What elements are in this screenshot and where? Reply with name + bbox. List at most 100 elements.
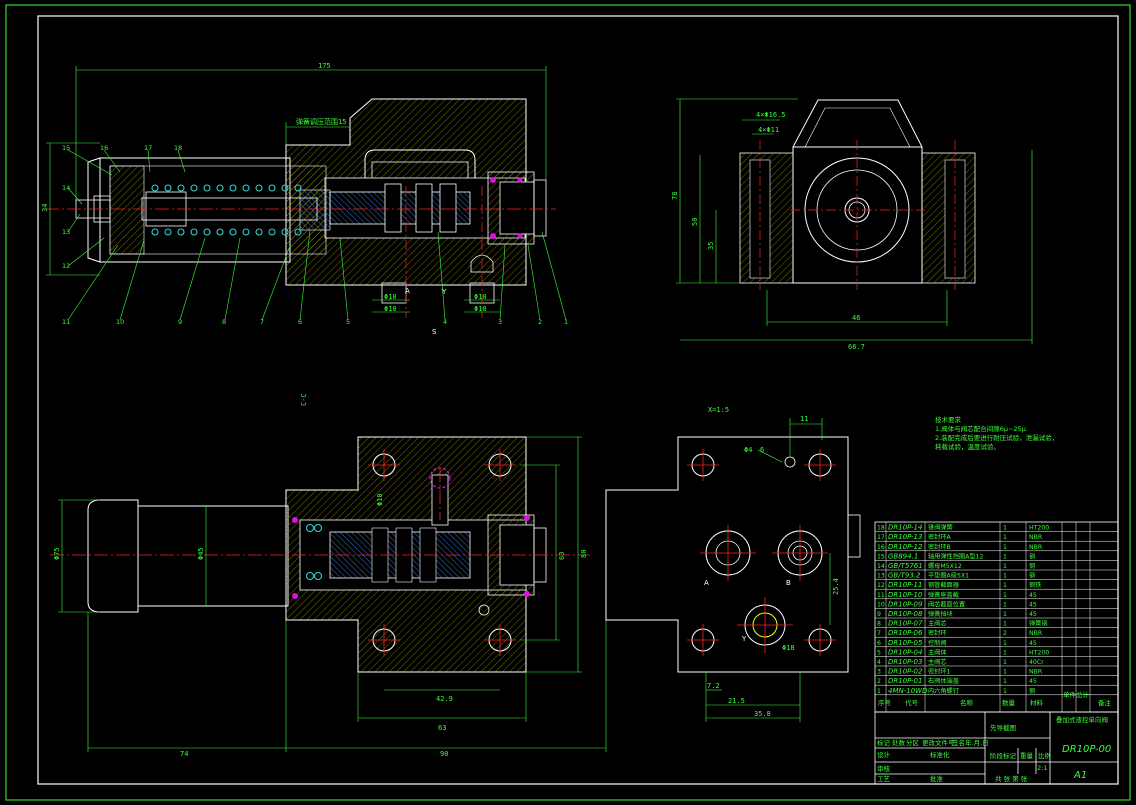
plan-port-a: A: [704, 579, 709, 587]
parts-cell: 11: [877, 592, 885, 599]
dim-top-overall: 175: [318, 62, 331, 70]
parts-cell: 内六角螺钉: [928, 687, 959, 695]
balloon-3: 3: [498, 318, 502, 326]
tech-notes-line-3: 耗载试验，温度试验。: [935, 442, 1000, 451]
dim-side-78: 78: [671, 192, 679, 200]
tech-notes-heading: 技术要求: [935, 415, 962, 424]
dim-plan-d4: Φ4: [744, 446, 752, 454]
parts-cell: 2: [1003, 630, 1007, 637]
parts-cell: GB/T5761: [888, 562, 923, 570]
spring-coil: [255, 184, 263, 192]
design-label: 设计: [877, 750, 891, 759]
spring-coil: [242, 228, 250, 236]
parts-cell: 1: [1003, 601, 1007, 608]
dim-side-667: 66.7: [848, 343, 865, 351]
parts-cell: 12: [877, 582, 885, 589]
dim-front-80: 80: [580, 550, 588, 558]
parts-cell: 1: [1003, 534, 1007, 541]
parts-cell: 钢: [1029, 552, 1035, 560]
parts-cell: 1: [1003, 649, 1007, 656]
spring-coil: [151, 228, 159, 236]
spring-coil: [216, 184, 224, 192]
parts-cell: DR10P-13: [888, 533, 922, 541]
spring-coil: [229, 184, 237, 192]
mark-row-2: 分区: [906, 738, 920, 747]
parts-cell: 3: [877, 669, 881, 676]
dim-plan-18: Φ18: [782, 644, 795, 652]
parts-cell: 6: [877, 640, 881, 647]
spring-coils-top: [151, 184, 302, 236]
dim-phi10b: Φ10: [384, 305, 397, 313]
parts-cell: 1: [1003, 592, 1007, 599]
parts-cell: 17: [877, 534, 885, 541]
parts-cell: 1: [1003, 582, 1007, 589]
outer-border: [5, 4, 1131, 801]
dim-plan-358: 35.8: [754, 710, 771, 718]
parts-cell: 密封环1: [928, 668, 951, 676]
designer-label: 先导截图: [990, 723, 1016, 732]
parts-cell: 9: [877, 611, 881, 618]
sheet-size: A1: [1073, 770, 1087, 781]
parts-cell: 45: [1029, 640, 1037, 647]
parts-cell: 主阀芯: [928, 620, 947, 628]
dim-front-74: 74: [180, 750, 188, 758]
dim-plan-254: 25.4: [832, 578, 840, 595]
parts-cell: 1: [1003, 621, 1007, 628]
balloon-1: 1: [564, 318, 568, 326]
mark-row-0: 标记: [877, 738, 891, 747]
balloon-12: 12: [62, 262, 70, 270]
dim-plan-6: 6: [760, 446, 764, 454]
mounting-holes-front: [368, 449, 516, 656]
parts-cell: 7: [877, 630, 881, 637]
balloon-17: 17: [144, 144, 152, 152]
parts-cell: 1: [1003, 553, 1007, 560]
dim-front-d45: Φ45: [197, 547, 205, 560]
parts-cell: 14: [877, 563, 885, 570]
review-label: 审核: [877, 764, 891, 773]
parts-header-total: 总计: [1076, 690, 1090, 699]
balloon-9: 9: [178, 318, 182, 326]
spring-coil: [203, 228, 211, 236]
parts-cell: 主阀体: [928, 648, 947, 656]
spring-coil: [216, 228, 224, 236]
drawing-number: DR10P-00: [1062, 744, 1111, 755]
parts-header-name: 名称: [960, 698, 974, 707]
parts-cell: 钢: [1029, 562, 1035, 570]
spring-coil: [177, 184, 185, 192]
spring-coil: [281, 228, 289, 236]
parts-cell: 1: [1003, 525, 1007, 532]
dim-front-429: 42.9: [436, 695, 453, 703]
parts-cell: HT200: [1029, 525, 1049, 532]
plan-scale: X=1:5: [708, 406, 729, 414]
spring-coil: [229, 228, 237, 236]
parts-cell: 轴用弹性挡圈A型12: [928, 552, 983, 560]
balloon-4: 4: [443, 318, 447, 326]
parts-cell: GB894.1: [888, 552, 918, 560]
parts-cell: 5: [877, 649, 881, 656]
parts-cell: NBR: [1029, 669, 1043, 676]
parts-cell: DR10P-07: [888, 620, 923, 628]
spring-coil: [305, 571, 315, 581]
assembly-name: 叠加式液控单向阀: [1056, 715, 1108, 724]
parts-header-code: 代号: [905, 698, 919, 707]
dim-plan-215: 21.5: [728, 697, 745, 705]
parts-cell: 平垫圈A级5X1: [928, 572, 969, 580]
balloon-16: 16: [100, 144, 108, 152]
balloon-7: 7: [260, 318, 264, 326]
parts-cell: 45: [1029, 601, 1037, 608]
spring-coil: [164, 228, 172, 236]
parts-header-material: 材料: [1030, 698, 1044, 707]
parts-cell: 右阀体端盖: [928, 677, 959, 685]
parts-cell: DR10P-02: [888, 668, 923, 676]
balloon-11: 11: [62, 318, 70, 326]
parts-cell: 密封环B: [928, 543, 951, 551]
stage-label: 阶段标记: [990, 751, 1017, 760]
parts-cell: 8: [877, 621, 881, 628]
